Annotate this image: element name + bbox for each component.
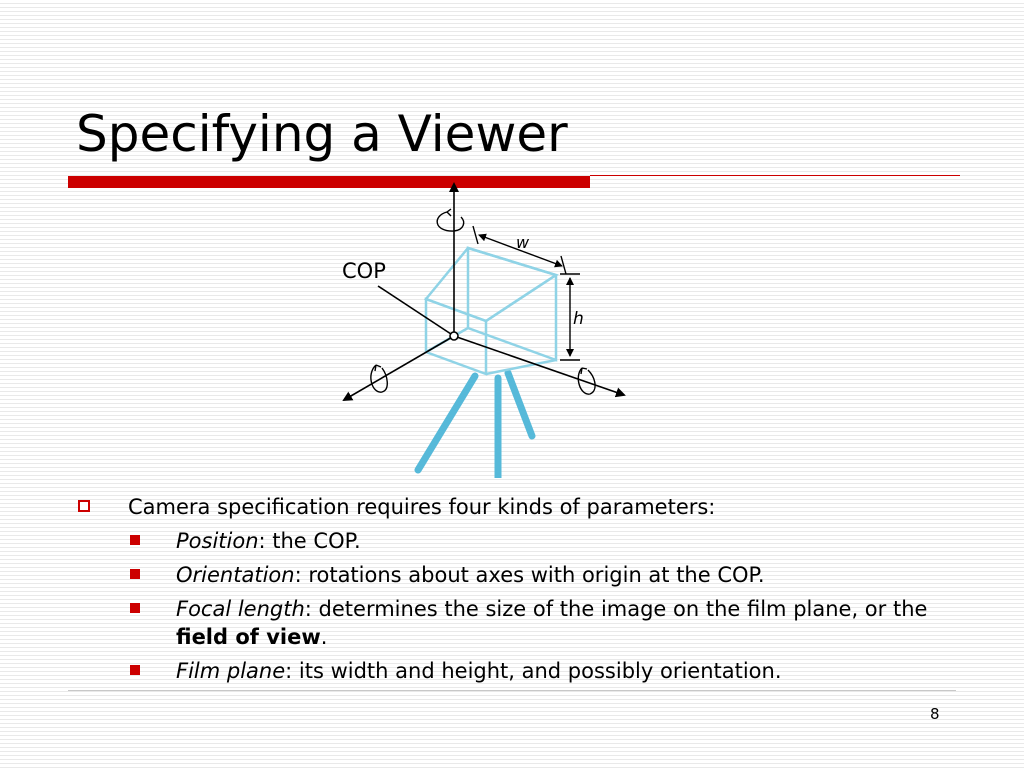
tripod-leg-right bbox=[504, 369, 536, 440]
bullet-term: Film plane bbox=[176, 659, 286, 683]
bullet-list: Camera specification requires four kinds… bbox=[76, 493, 956, 691]
camera-body bbox=[423, 246, 559, 376]
bullet-focal-length: Focal length: determines the size of the… bbox=[76, 595, 936, 651]
tripod-leg-left bbox=[414, 372, 479, 474]
bullet-tail: . bbox=[320, 625, 328, 649]
dimension-markers bbox=[472, 225, 580, 361]
bullet-main: Camera specification requires four kinds… bbox=[76, 493, 956, 521]
bullet-main-text: Camera specification requires four kinds… bbox=[128, 495, 716, 519]
bullet-position: Position: the COP. bbox=[76, 527, 936, 555]
square-bullet-icon bbox=[130, 665, 140, 675]
footer-divider bbox=[68, 690, 956, 691]
bullet-term: Focal length bbox=[176, 597, 305, 621]
bullet-bold-term: field of view bbox=[176, 625, 321, 649]
square-bullet-icon bbox=[130, 603, 140, 613]
axis-left bbox=[342, 335, 455, 402]
rotation-left-icon bbox=[370, 364, 388, 393]
bullet-text: : the COP. bbox=[258, 529, 361, 553]
bullet-text: : rotations about axes with origin at th… bbox=[294, 563, 765, 587]
slide-title: Specifying a Viewer bbox=[76, 105, 568, 163]
bullet-film-plane: Film plane: its width and height, and po… bbox=[76, 657, 936, 685]
width-dimension-line bbox=[478, 233, 563, 268]
height-label: h bbox=[573, 309, 584, 329]
coordinate-axes bbox=[342, 182, 626, 402]
bullet-text: : its width and height, and possibly ori… bbox=[285, 659, 782, 683]
title-underline-thin bbox=[590, 175, 960, 176]
width-label: w bbox=[516, 233, 530, 252]
bullet-term: Orientation bbox=[176, 563, 295, 587]
rotation-right-icon bbox=[577, 367, 596, 395]
bullet-text: : determines the size of the image on th… bbox=[304, 597, 928, 621]
square-bullet-icon bbox=[130, 569, 140, 579]
axis-back bbox=[377, 285, 455, 337]
rotation-indicators bbox=[370, 208, 596, 395]
bullet-orientation: Orientation: rotations about axes with o… bbox=[76, 561, 936, 589]
cop-origin bbox=[449, 331, 459, 341]
cop-label: COP bbox=[342, 259, 386, 283]
hollow-square-bullet-icon bbox=[78, 500, 90, 512]
tripod bbox=[414, 369, 536, 478]
square-bullet-icon bbox=[130, 535, 140, 545]
camera-diagram: COP w h bbox=[342, 182, 626, 478]
bullet-term: Position bbox=[176, 529, 259, 553]
page-number: 8 bbox=[930, 705, 940, 723]
rotation-vertical-icon bbox=[436, 211, 465, 232]
title-underline-thick bbox=[68, 176, 590, 188]
axis-right bbox=[453, 335, 626, 398]
